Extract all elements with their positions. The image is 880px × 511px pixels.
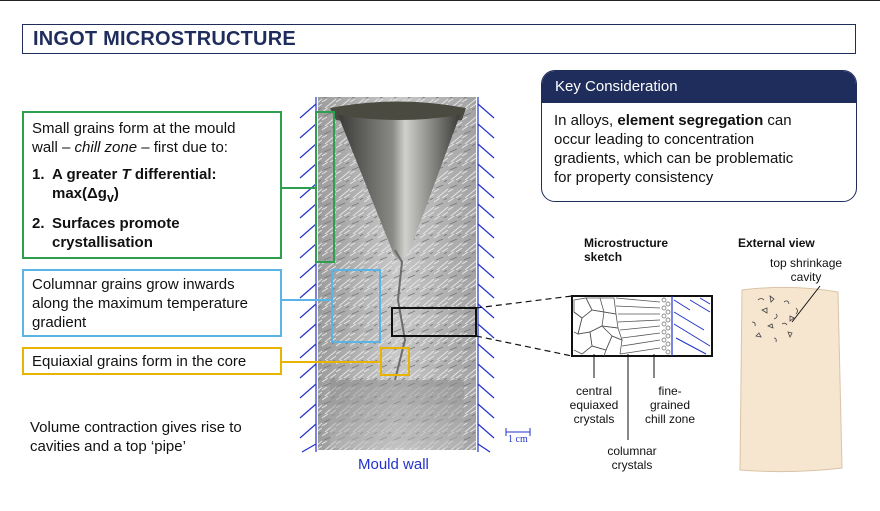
external-view-sketch — [739, 285, 843, 473]
page-title: INGOT MICROSTRUCTURE — [33, 28, 296, 50]
mould-hatch-left — [299, 103, 317, 453]
sketch-title-line2: sketch — [584, 250, 623, 264]
volume-contraction-note: Volume contraction gives rise to cavitie… — [30, 418, 242, 456]
key-pre: In alloys, — [554, 112, 618, 129]
scale-label: 1 cm — [508, 434, 528, 445]
central-line3: crystals — [573, 412, 615, 426]
key-consideration-heading: Key Consideration — [542, 71, 856, 103]
label-central-equiaxed: central equiaxed crystals — [566, 384, 622, 426]
columnar-zone-marker — [331, 269, 381, 343]
columnar-label-line2: crystals — [611, 458, 653, 472]
zoom-line-top — [475, 295, 573, 309]
chill-zone-box: Small grains form at the mould wall – ch… — [22, 111, 282, 259]
shrinkage-line1: top shrinkage — [770, 256, 843, 270]
zoom-line-bottom — [475, 335, 573, 357]
reason-2-number: 2. — [32, 215, 45, 232]
equiaxial-text: Equiaxial grains form in the core — [32, 353, 247, 370]
reason-2-text: Surfaces promote crystallisation — [52, 214, 180, 252]
volume-line1: Volume contraction gives rise to — [30, 419, 242, 436]
scale-bar — [505, 428, 531, 436]
microstructure-sketch — [571, 295, 713, 440]
shrinkage-line2: cavity — [790, 270, 822, 284]
reason-1-post: differential: — [130, 166, 217, 183]
reason-1-sub: v — [106, 191, 114, 205]
label-columnar-crystals: columnar crystals — [604, 444, 660, 472]
fine-line3: chill zone — [644, 412, 696, 426]
columnar-line1: Columnar grains grow inwards — [32, 276, 235, 293]
chill-line2-pre: wall – — [32, 139, 75, 156]
key-post: can — [763, 112, 792, 129]
key-line1: In alloys, element segregation can — [554, 111, 844, 130]
columnar-line2: along the maximum temperature — [32, 295, 248, 312]
central-line2: equiaxed — [569, 398, 619, 412]
label-fine-grained: fine- grained chill zone — [640, 384, 700, 426]
key-line4: for property consistency — [554, 169, 714, 186]
columnar-line3: gradient — [32, 314, 87, 331]
title-bar: INGOT MICROSTRUCTURE — [22, 24, 856, 54]
mould-hatch-right — [477, 103, 495, 453]
reason-1-T: T — [121, 166, 131, 183]
top-rule — [0, 0, 880, 1]
sketch-region-marker — [391, 307, 477, 337]
columnar-label-line1: columnar — [607, 444, 657, 458]
reason-1-number: 1. — [32, 166, 45, 183]
external-view-title: External view — [738, 236, 815, 250]
chill-line2: wall – chill zone – first due to: — [32, 138, 272, 157]
equiaxial-zone-box: Equiaxial grains form in the core — [22, 347, 282, 375]
reason-1-formula: max(Δg — [52, 185, 107, 202]
volume-line2: cavities and a top ‘pipe’ — [30, 438, 186, 455]
ingot-photo — [318, 97, 476, 450]
reason-2-line2: crystallisation — [52, 234, 153, 251]
top-shrinkage-label: top shrinkage cavity — [770, 256, 842, 284]
reason-1-close: ) — [113, 185, 119, 202]
reason-item-2: 2. Surfaces promote crystallisation — [32, 214, 272, 252]
key-consideration-body: In alloys, element segregation can occur… — [542, 103, 856, 195]
key-consideration-card: Key Consideration In alloys, element seg… — [541, 70, 857, 202]
mould-wall-label: Mould wall — [358, 456, 429, 473]
reason-1-pre: A greater — [52, 166, 122, 183]
reason-1-text: A greater T differential: max(Δgv) — [52, 165, 217, 208]
sketch-title-line1: Microstructure — [584, 236, 669, 250]
reason-2-line1: Surfaces promote — [52, 215, 180, 232]
key-line3: gradients, which can be problematic — [554, 150, 794, 167]
chill-line2-post: – first due to: — [137, 139, 228, 156]
reason-item-1: 1. A greater T differential: max(Δgv) — [32, 165, 272, 208]
sketch-title: Microstructure sketch — [584, 236, 668, 264]
chill-zone-term: chill zone — [74, 139, 138, 156]
central-line1: central — [575, 384, 613, 398]
key-bold-term: element segregation — [617, 112, 764, 129]
fine-line1: fine- — [658, 384, 682, 398]
fine-line2: grained — [649, 398, 691, 412]
chill-reasons-list: 1. A greater T differential: max(Δgv) 2. … — [32, 165, 272, 252]
chill-line1: Small grains form at the mould — [32, 120, 236, 137]
key-line2: occur leading to concentration — [554, 131, 755, 148]
columnar-zone-box: Columnar grains grow inwards along the m… — [22, 269, 282, 337]
